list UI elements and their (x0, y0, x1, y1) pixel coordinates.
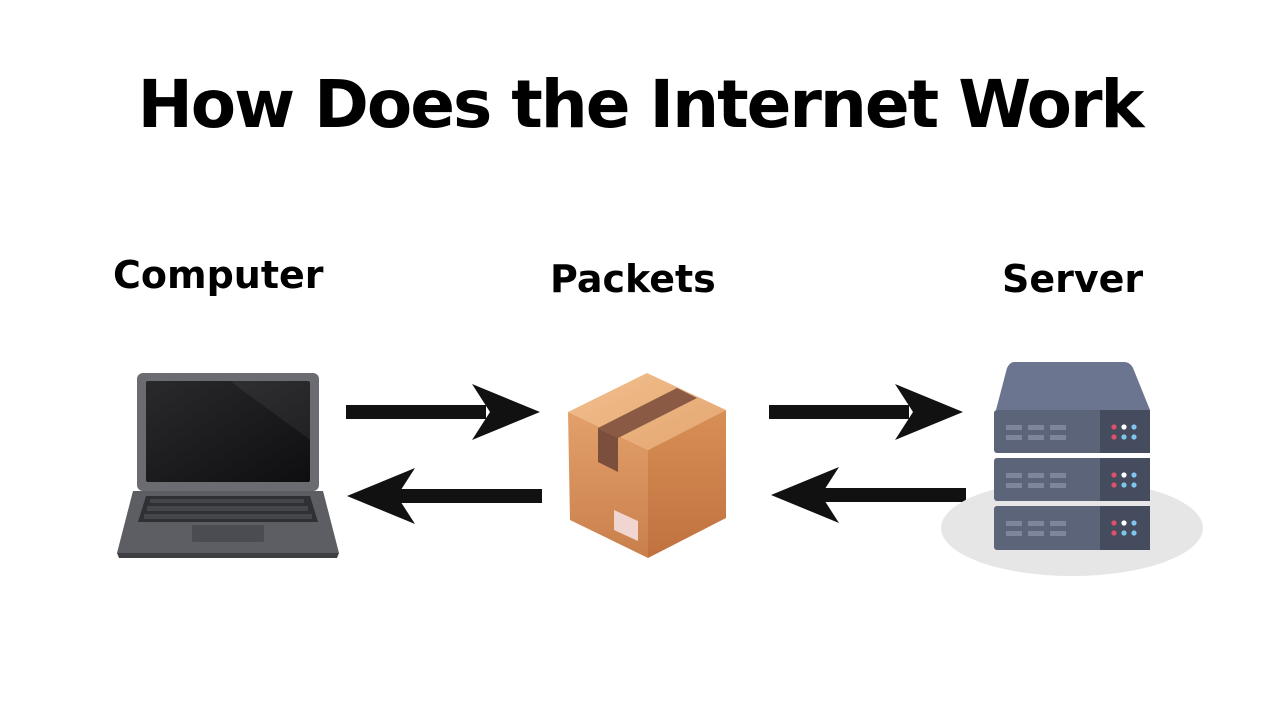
package-box-icon (568, 373, 726, 558)
laptop-icon (117, 373, 339, 558)
computer-label: Computer (113, 253, 324, 297)
packets-label: Packets (550, 257, 716, 301)
server-rack-icon (941, 362, 1203, 576)
diagram-title: How Does the Internet Work (137, 66, 1145, 143)
arrow-to-server (769, 384, 963, 440)
arrow-to-packets-from-server (771, 467, 966, 523)
arrow-to-packets (346, 384, 540, 440)
arrow-to-computer (347, 468, 542, 524)
server-label: Server (1002, 257, 1144, 301)
